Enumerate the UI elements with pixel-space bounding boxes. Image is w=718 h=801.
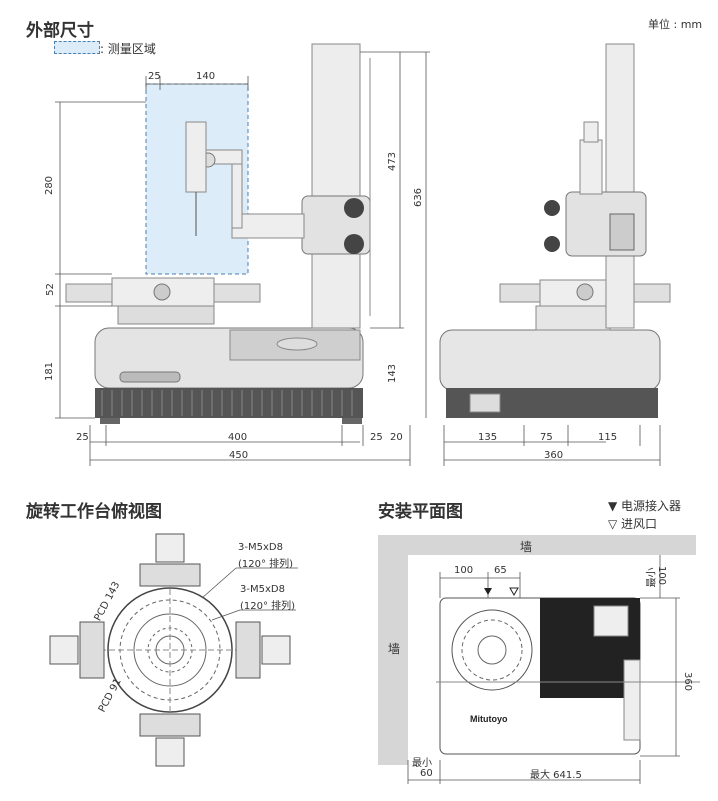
install-dim-max: 最大 641.5 bbox=[530, 770, 582, 781]
install-dim-100-horizontal: 100 bbox=[454, 565, 474, 576]
dim-side-bottom-75: 75 bbox=[540, 432, 553, 443]
install-wall-left-label: 墙 bbox=[388, 642, 401, 656]
wall-top bbox=[378, 535, 696, 555]
wall-left bbox=[378, 535, 408, 765]
dim-front-bottom-25-left: 25 bbox=[76, 432, 89, 443]
dim-front-bottom-20: 20 bbox=[390, 432, 403, 443]
turntable-screw-label-2: 3-M5xD8 bbox=[240, 584, 285, 595]
title-installation-plan: 安装平面图 bbox=[378, 502, 463, 522]
install-dim-65: 65 bbox=[494, 565, 507, 576]
dim-front-bottom-450: 450 bbox=[229, 450, 249, 461]
title-external-dimensions: 外部尺寸 bbox=[26, 21, 94, 41]
install-dim-60: 60 bbox=[420, 768, 433, 779]
install-turntable bbox=[451, 609, 533, 691]
side-column bbox=[605, 43, 635, 329]
legend-power-inlet: ▼ 电源接入器 bbox=[608, 499, 682, 513]
turntable-screw-label-1: 3-M5xD8 bbox=[238, 542, 283, 553]
dim-front-top-25: 25 bbox=[148, 71, 161, 82]
dim-front-bottom-400: 400 bbox=[228, 432, 248, 443]
measure-area-legend-label: : 测量区域 bbox=[100, 42, 156, 56]
install-dim-min-bottom: 最小 bbox=[412, 758, 432, 769]
dim-side-bottom-135: 135 bbox=[478, 432, 498, 443]
legend-air-inlet: ▽ 进风口 bbox=[608, 517, 658, 531]
dim-front-bottom-25-right: 25 bbox=[370, 432, 383, 443]
dim-side-bottom-360: 360 bbox=[544, 450, 564, 461]
install-brand-logo: Mitutoyo bbox=[470, 714, 508, 724]
dim-front-top-140: 140 bbox=[196, 71, 216, 82]
turntable-screw-note-2: (120° 排列) bbox=[240, 601, 296, 612]
measure-area-legend-swatch bbox=[54, 41, 100, 54]
dim-side-bottom-115: 115 bbox=[598, 432, 618, 443]
front-column bbox=[311, 43, 361, 329]
install-dim-100-vertical: 100 bbox=[656, 565, 668, 586]
unit-label: 单位 : mm bbox=[648, 18, 703, 31]
front-feet-skirt bbox=[95, 388, 363, 418]
install-wall-top-label: 墙 bbox=[520, 540, 533, 554]
turntable-screw-note-1: (120° 排列) bbox=[238, 559, 294, 570]
title-turntable-top-view: 旋转工作台俯视图 bbox=[26, 502, 162, 522]
install-dim-360: 360 bbox=[682, 671, 694, 692]
